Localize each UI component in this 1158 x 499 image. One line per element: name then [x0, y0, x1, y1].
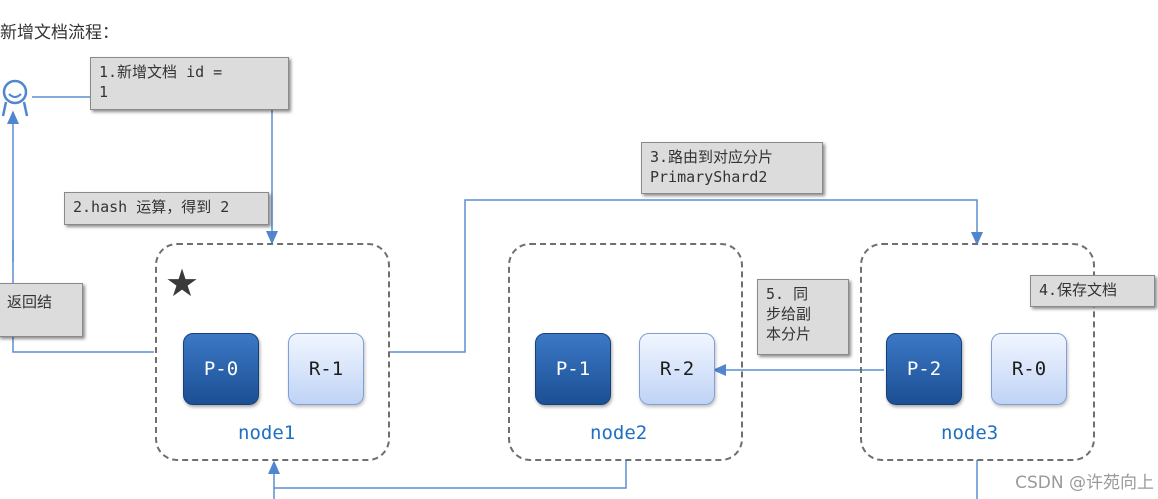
note-step6: 返回结	[0, 283, 83, 337]
note-step3: 3.路由到对应分片 PrimaryShard2	[641, 142, 823, 194]
node2-label: node2	[590, 422, 648, 444]
arrow-node2-to-node1	[268, 460, 627, 489]
shard-r2: R-2	[639, 333, 715, 405]
page-title: 新增文档流程：	[0, 23, 119, 43]
node2-box	[508, 243, 743, 461]
shard-r1: R-1	[288, 333, 364, 405]
note-step2: 2.hash 运算，得到 2	[64, 192, 269, 225]
node3-box	[860, 243, 1095, 461]
node1-label: node1	[238, 422, 296, 444]
note-step1: 1.新增文档 id = 1	[90, 57, 289, 110]
node3-label: node3	[941, 422, 999, 444]
shard-p0: P-0	[183, 333, 259, 405]
note-step5: 5. 同 步给副 本分片	[757, 279, 849, 355]
note-step4: 4.保存文档	[1030, 275, 1155, 307]
arrow-node1-to-node3	[389, 199, 983, 353]
shard-p1: P-1	[535, 333, 611, 405]
shard-p2: P-2	[886, 333, 962, 405]
user-icon	[0, 78, 30, 124]
shard-r0: R-0	[991, 333, 1067, 405]
watermark: CSDN @许苑向上	[1015, 473, 1154, 493]
master-star-icon: ★	[165, 261, 200, 305]
node1-box	[155, 243, 390, 461]
arrow-return-to-user	[6, 110, 154, 353]
